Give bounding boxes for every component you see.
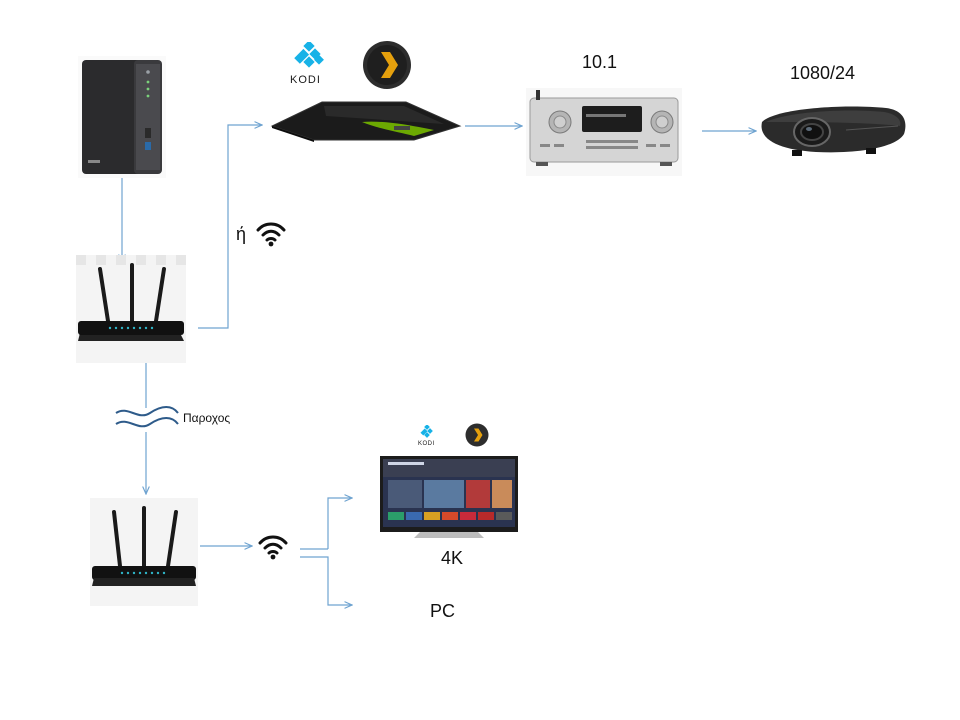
wifi-icon: [256, 222, 286, 247]
receiver-channels-label: 10.1: [582, 52, 618, 72]
kodi-icon: [420, 425, 433, 438]
plex-logo: [363, 41, 411, 89]
projector-mode-label: 1080/24: [790, 63, 856, 83]
or-wifi-label: ή: [236, 224, 247, 244]
kodi-label: KODI: [290, 74, 321, 86]
line-to-pc: [300, 556, 352, 605]
router-main: [76, 255, 186, 363]
wifi-icon: [258, 535, 288, 560]
av-receiver: [526, 88, 682, 176]
kodi-icon: [294, 42, 324, 68]
line-to-tv: [327, 498, 352, 549]
television: [380, 456, 518, 538]
tv-resolution-label: 4K: [441, 548, 464, 568]
pc-label: PC: [430, 601, 456, 621]
line-router-to-shield: [198, 125, 262, 329]
projector: [761, 106, 906, 156]
router-secondary: [90, 498, 198, 606]
provider-label: Παροχος: [183, 411, 231, 425]
kodi-label-small: KODI: [418, 441, 435, 447]
nas-device: [78, 56, 166, 178]
kodi-logo: KODI: [290, 42, 334, 90]
kodi-logo-small: KODI: [418, 425, 438, 449]
provider-wave: [115, 406, 179, 428]
media-player-shield: [270, 101, 462, 142]
plex-logo-small: [465, 423, 489, 447]
